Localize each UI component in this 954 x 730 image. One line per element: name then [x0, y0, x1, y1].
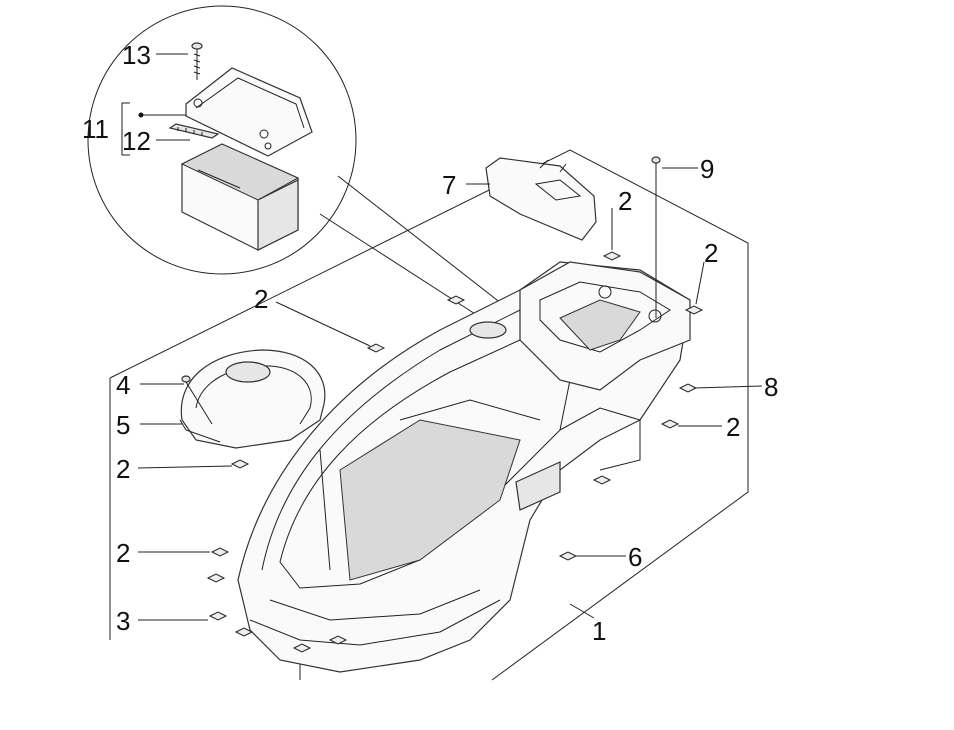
helmet-compartment: [237, 261, 691, 673]
callout-2-right-top: 2: [704, 238, 718, 268]
cover-screw: [191, 42, 203, 80]
callout-3: 3: [116, 606, 130, 636]
callout-2-left-mid: 2: [116, 454, 130, 484]
callout-2-top: 2: [618, 186, 632, 216]
lid-5: [179, 349, 326, 449]
callout-9: 9: [700, 154, 714, 184]
callout-7: 7: [442, 170, 456, 200]
callout-4: 4: [116, 370, 130, 400]
bracket-dot: [138, 112, 144, 118]
callout-13: 13: [122, 40, 151, 70]
detail-leader-lines: [319, 175, 521, 331]
rubber-strip: [168, 123, 220, 139]
screw-9: [651, 156, 661, 318]
screw-4: [181, 375, 213, 425]
callout-1: 1: [592, 616, 606, 646]
callout-2-right-mid: 2: [726, 412, 740, 442]
battery-cover: [185, 67, 313, 157]
battery-box: [180, 143, 300, 251]
callout-5: 5: [116, 410, 130, 440]
bracket-11: [121, 102, 130, 156]
callout-2-upper-left: 2: [254, 284, 268, 314]
callout-12: 12: [122, 126, 151, 156]
lid-cover-7: [485, 157, 597, 241]
clip-nuts: [206, 251, 704, 653]
leader-lines: [137, 167, 763, 621]
callout-11: 11: [82, 114, 109, 144]
callout-2-left-low: 2: [116, 538, 130, 568]
callout-8: 8: [764, 372, 778, 402]
callout-6: 6: [628, 542, 642, 572]
